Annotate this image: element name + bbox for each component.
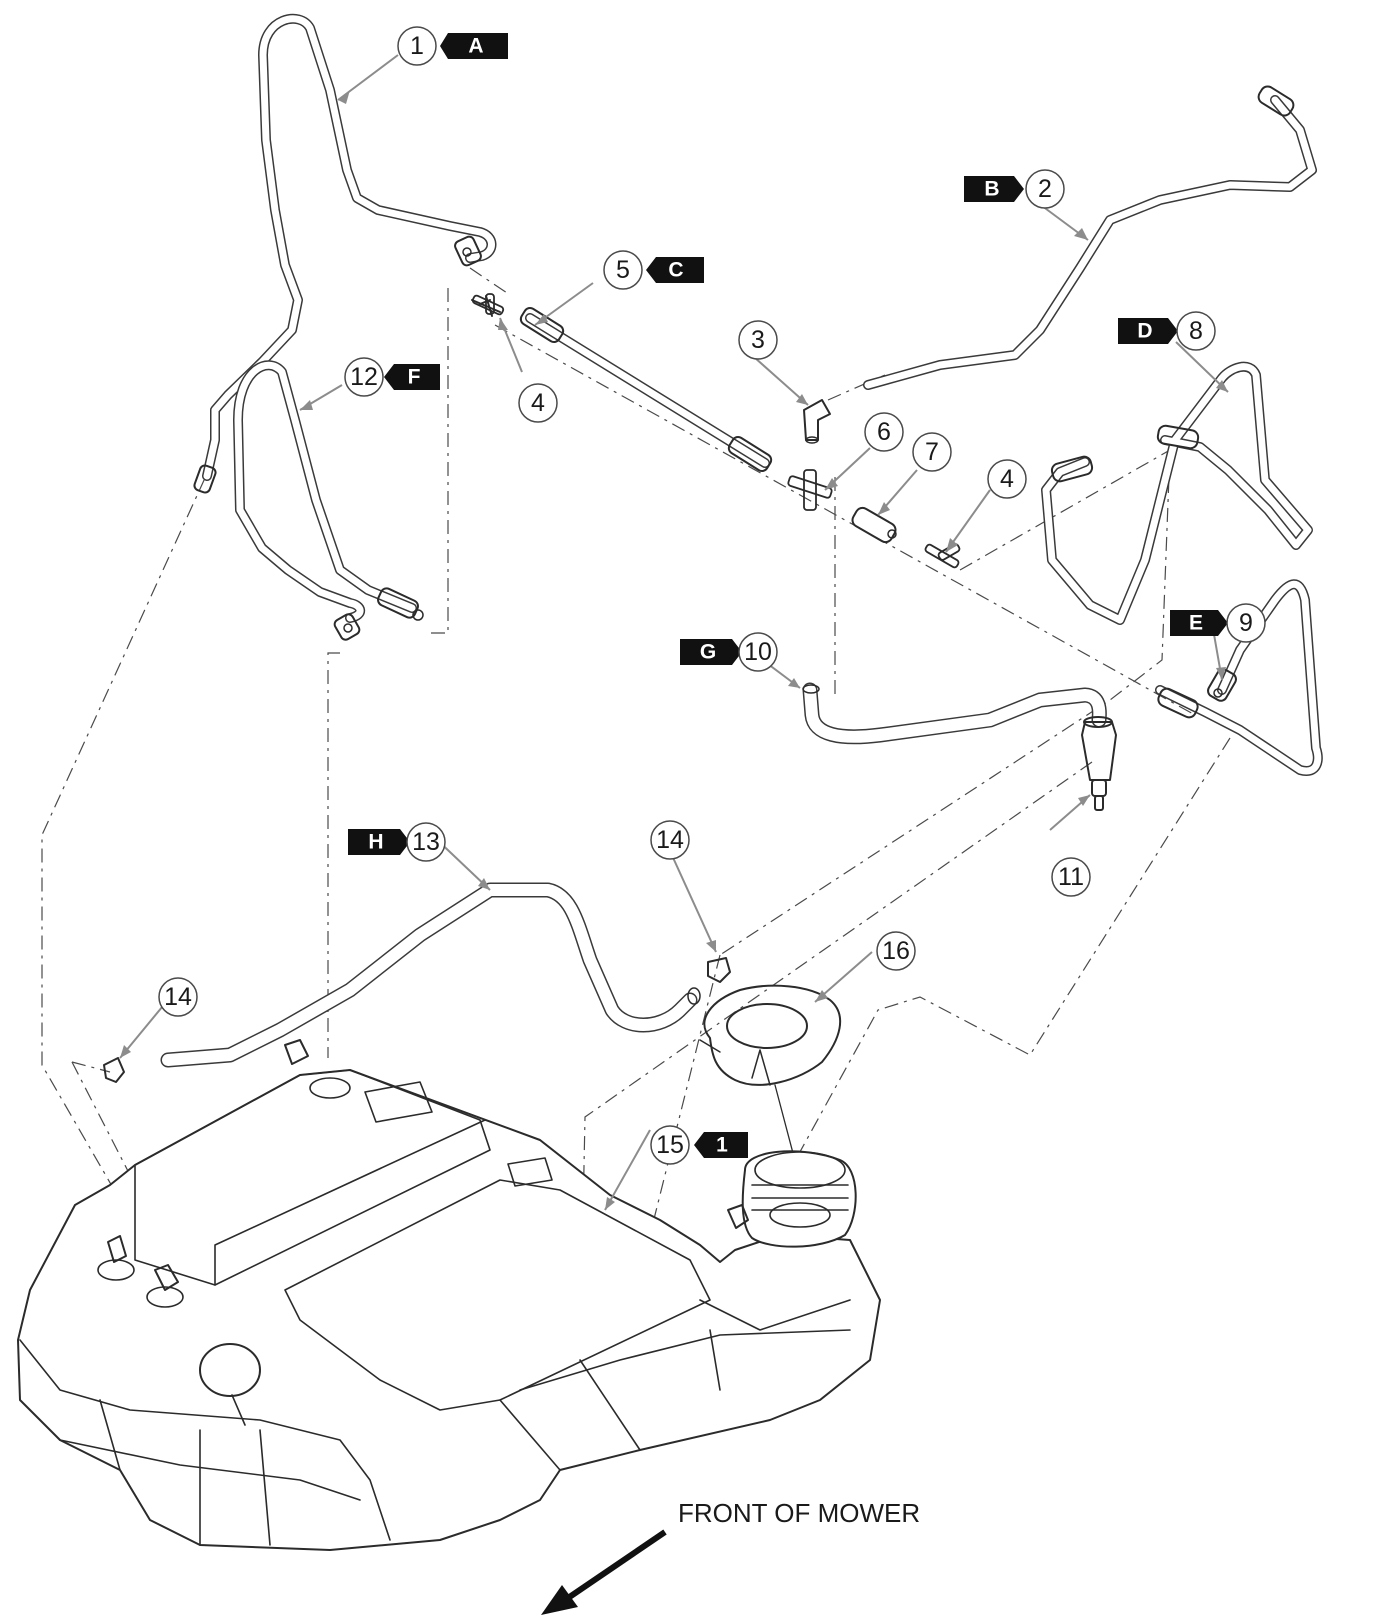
part-8-fuel-line <box>1041 361 1313 625</box>
callout-tag: B <box>984 178 999 201</box>
callout-number: 13 <box>412 828 440 856</box>
callout-12: 12 F <box>344 357 440 397</box>
callout-tag: H <box>368 831 383 854</box>
part-12-fuel-line <box>233 360 424 641</box>
callout-number: 2 <box>1038 175 1052 203</box>
callout-8: D 8 <box>1118 311 1216 351</box>
callout-tag: C <box>668 259 683 282</box>
callout-number: 3 <box>751 326 765 354</box>
callout-2: B 2 <box>964 169 1065 209</box>
part-14-hose-clamp-right <box>707 957 731 983</box>
front-of-mower-indicator: FRONT OF MOWER <box>541 1498 920 1615</box>
part-7-coupler <box>851 506 897 544</box>
callout-number: 8 <box>1189 317 1203 345</box>
callout-number: 12 <box>350 363 378 391</box>
front-of-mower-label: FRONT OF MOWER <box>678 1498 920 1528</box>
callout-11: 11 <box>1051 857 1091 897</box>
part-1-fuel-line <box>193 13 497 494</box>
callout-4-right: 4 <box>987 459 1027 499</box>
callout-tag: 1 <box>716 1134 728 1157</box>
callout-14-right: 14 <box>650 820 690 860</box>
leader-lines <box>119 54 1229 1211</box>
part-4-tee-fitting-left <box>471 293 505 317</box>
part-13-fuel-hose <box>160 882 701 1068</box>
callout-3: 3 <box>738 320 778 360</box>
part-6-cross-fitting <box>787 469 833 511</box>
callout-5: 5 C <box>603 250 704 290</box>
callout-15: 15 1 <box>650 1125 748 1165</box>
callout-14-left: 14 <box>158 977 198 1017</box>
fuel-tank <box>17 1039 881 1551</box>
callout-13: H 13 <box>348 822 446 862</box>
callout-number: 11 <box>1058 863 1084 891</box>
callout-9: E 9 <box>1170 603 1266 643</box>
callout-tag: F <box>408 366 421 389</box>
part-14-hose-clamp-left <box>103 1057 125 1083</box>
callout-number: 7 <box>925 438 939 466</box>
callout-tag: E <box>1189 612 1203 635</box>
callout-tag: D <box>1137 320 1152 343</box>
callout-number: 10 <box>744 638 772 666</box>
callout-number: 9 <box>1239 609 1253 637</box>
callout-10: G 10 <box>680 632 778 672</box>
callout-tag: G <box>700 641 716 664</box>
callout-number: 15 <box>656 1131 684 1159</box>
callout-number: 4 <box>1000 465 1014 493</box>
callout-tag: A <box>468 35 483 58</box>
callout-6: 6 <box>864 412 904 452</box>
part-4-tee-fitting-right <box>924 543 961 569</box>
part-3-elbow <box>803 399 831 444</box>
callout-number: 14 <box>164 983 192 1011</box>
callout-1: 1 A <box>397 26 508 66</box>
callout-number: 4 <box>531 389 545 417</box>
callout-number: 14 <box>656 826 684 854</box>
part-9-fuel-line <box>1155 579 1323 776</box>
callout-4-left: 4 <box>518 383 558 423</box>
callout-number: 1 <box>410 32 424 60</box>
arrow-down-left-icon <box>541 1529 667 1615</box>
part-5-hose <box>519 306 773 473</box>
callout-16: 16 <box>876 931 916 971</box>
callout-number: 5 <box>616 256 630 284</box>
part-10-fuel-hose <box>802 682 1107 745</box>
callout-7: 7 <box>912 432 952 472</box>
callout-number: 16 <box>882 937 910 965</box>
part-2-fuel-line <box>863 85 1317 390</box>
callout-number: 6 <box>877 418 891 446</box>
part-11-fuel-filter <box>1081 716 1117 811</box>
